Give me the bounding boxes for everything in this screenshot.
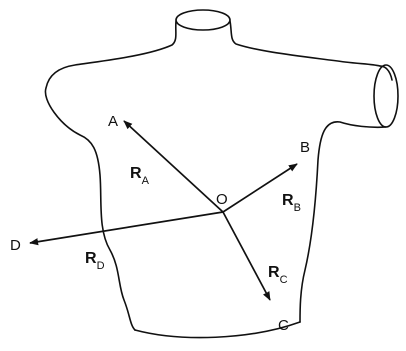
vector-rd-arrow (30, 212, 223, 243)
vector-rd-sub: D (97, 260, 105, 272)
origin-label: O (216, 191, 228, 208)
point-b-label: B (300, 139, 310, 156)
torso-bottom (135, 322, 300, 338)
vector-rb-label: RB (282, 192, 301, 214)
vector-rb-main: R (282, 192, 294, 209)
right-arm-top (380, 66, 392, 80)
torso-outline (45, 10, 398, 338)
vector-ra-main: R (130, 165, 142, 182)
point-a-label: A (108, 113, 118, 130)
vector-rc-label: RC (268, 264, 288, 286)
point-c-label: C (278, 317, 289, 334)
right-arm-bottom (300, 122, 386, 322)
vector-rb-sub: B (294, 202, 301, 214)
torso-right-side (230, 21, 380, 66)
neck-opening (176, 10, 230, 30)
vector-arrows (30, 121, 297, 300)
vector-rc-arrow (223, 212, 270, 300)
right-arm-opening (374, 65, 398, 127)
vector-rc-sub: C (280, 274, 288, 286)
torso-left-side (45, 21, 176, 330)
vector-rd-main: R (85, 250, 97, 267)
point-d-label: D (10, 237, 21, 254)
vector-ra-sub: A (142, 175, 150, 187)
vector-ra-label: RA (130, 165, 150, 187)
vector-rc-main: R (268, 264, 280, 281)
vector-rd-label: RD (85, 250, 105, 272)
